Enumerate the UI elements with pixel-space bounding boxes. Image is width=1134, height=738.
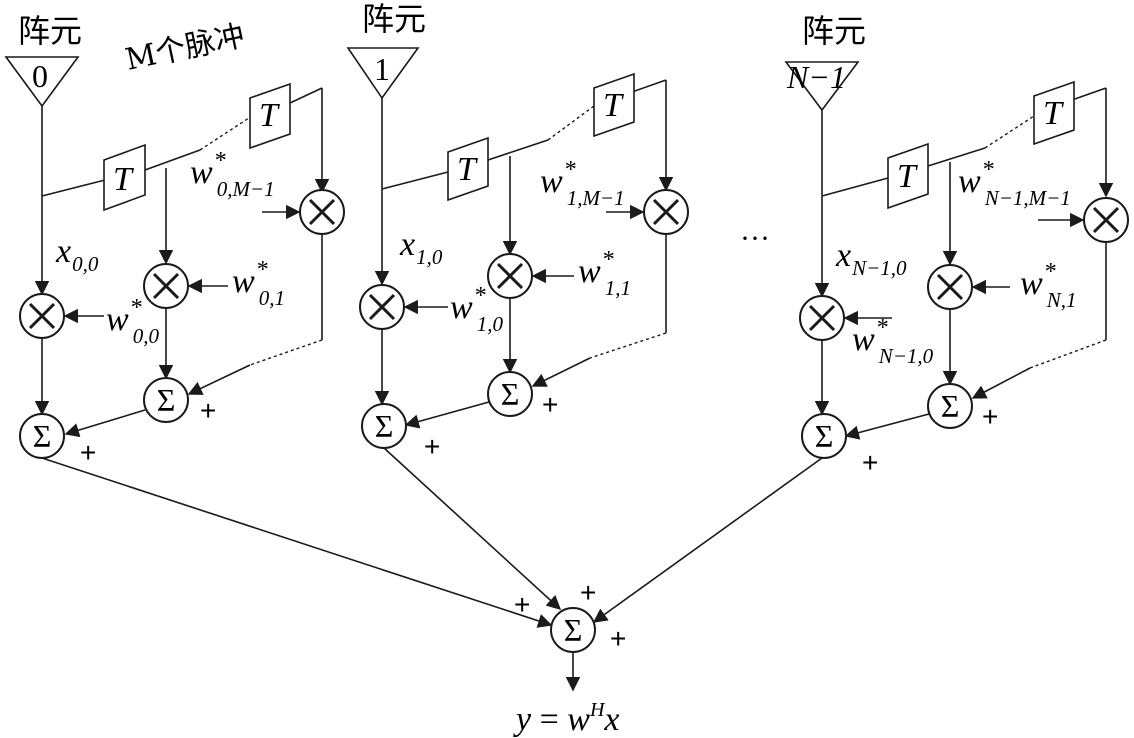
antenna-element-0 — [4, 56, 80, 108]
channel-group-n-1: 阵元 N−1 T T — [784, 12, 1129, 478]
svg-text:T: T — [897, 158, 918, 195]
multiplier-n-M — [1083, 197, 1129, 243]
multiplier-1-0 — [359, 284, 405, 330]
weight-label-n-M: w*N−1,M−1 — [958, 157, 1071, 210]
weight-label-1-0: w*1,0 — [450, 283, 503, 336]
summer-n-inner: Σ — [927, 383, 973, 429]
plus-sign: + — [542, 389, 558, 420]
svg-text:Σ: Σ — [815, 418, 834, 454]
multiplier-0-M — [299, 189, 345, 235]
weight-label-0-M: w*0,M−1 — [190, 148, 275, 201]
element-title-2: 阵元 — [802, 12, 866, 50]
channel-group-0: 阵元 0 M个脉冲 T T — [4, 12, 345, 468]
antenna-element-2 — [784, 61, 860, 112]
multiplier-0-1 — [143, 263, 189, 309]
multiplier-1-1 — [487, 253, 533, 299]
delay-box-0-2: T — [249, 82, 291, 150]
svg-text:T: T — [259, 97, 280, 134]
ellipsis: ··· — [740, 222, 770, 255]
multiplier-0-0 — [19, 293, 65, 339]
summer-0-outer: Σ — [19, 413, 65, 459]
weight-label-n-1: w*N,1 — [1020, 259, 1076, 312]
input-label-0: x0,0 — [55, 233, 99, 276]
element-index-1: 1 — [374, 51, 390, 87]
weight-label-0-1: w*0,1 — [232, 257, 285, 310]
input-label-1: x1,0 — [399, 226, 443, 269]
summer-n-outer: Σ — [801, 413, 847, 459]
delay-box-1-2: T — [593, 72, 635, 138]
delay-box-1-1: T — [447, 136, 489, 202]
plus-sign: + — [610, 623, 626, 654]
weight-label-0-0: w*0,0 — [106, 295, 159, 348]
weight-label-n-0: w*N−1,0 — [852, 315, 934, 368]
svg-text:Σ: Σ — [564, 612, 583, 648]
svg-text:T: T — [1043, 95, 1064, 132]
plus-sign: + — [862, 447, 878, 478]
channel-group-1: 阵元 1 T T — [346, 0, 689, 462]
element-title-0: 阵元 — [18, 12, 82, 50]
final-summation: Σ + + + — [41, 447, 823, 692]
plus-sign: + — [514, 589, 530, 620]
element-index-2: N−1 — [786, 59, 846, 95]
svg-text:T: T — [603, 87, 624, 124]
svg-text:Σ: Σ — [941, 388, 960, 424]
svg-text:T: T — [457, 151, 478, 188]
pulse-count-label: M个脉冲 — [122, 18, 247, 77]
weight-label-1-M: w*1,M−1 — [540, 157, 625, 210]
svg-text:Σ: Σ — [501, 376, 520, 412]
svg-text:Σ: Σ — [33, 418, 52, 454]
delay-box-n-2: T — [1033, 80, 1075, 146]
weight-label-1-1: w*1,1 — [578, 247, 631, 300]
multiplier-n-1 — [927, 264, 973, 310]
svg-text:Σ: Σ — [157, 382, 176, 418]
plus-sign: + — [580, 577, 596, 608]
svg-text:Σ: Σ — [375, 408, 394, 444]
input-label-2: xN−1,0 — [835, 237, 907, 280]
summer-0-inner: Σ — [143, 377, 189, 423]
summer-1-outer: Σ — [361, 403, 407, 449]
element-title-1: 阵元 — [362, 0, 426, 38]
delay-box-n-1: T — [887, 142, 929, 210]
plus-sign: + — [982, 401, 998, 432]
output-equation: y = wHx — [513, 699, 620, 738]
delay-box-0-1: T — [103, 143, 146, 212]
plus-sign: + — [424, 431, 440, 462]
plus-sign: + — [80, 437, 96, 468]
element-index-0: 0 — [32, 58, 48, 94]
multiplier-n-0 — [799, 295, 845, 341]
summer-1-inner: Σ — [487, 371, 533, 417]
plus-sign: + — [200, 395, 216, 426]
antenna-element-1 — [346, 47, 420, 100]
svg-text:T: T — [113, 161, 134, 198]
multiplier-1-M — [643, 189, 689, 235]
